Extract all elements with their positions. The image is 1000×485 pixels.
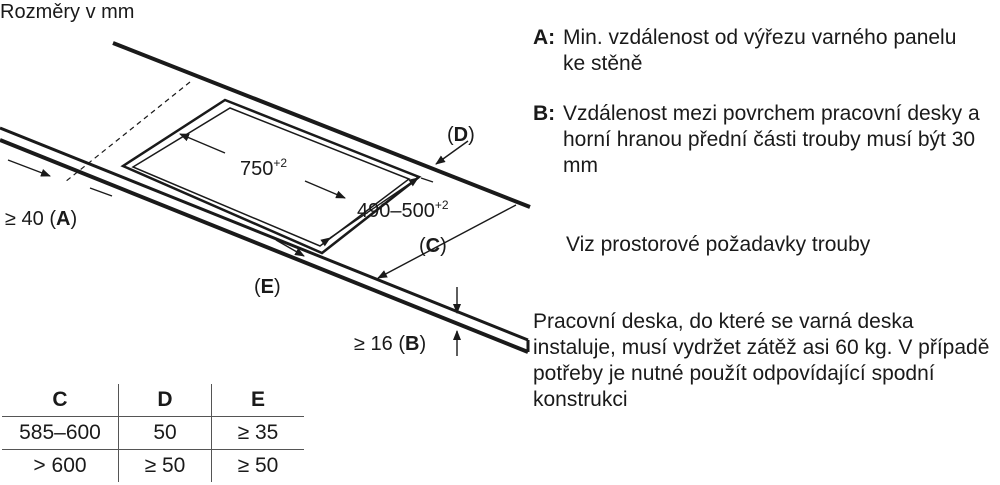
legend-key-a: A: — [533, 26, 556, 49]
dim-depth-ext-top — [420, 177, 434, 183]
table-cell: 585–600 — [2, 416, 119, 450]
cutout-inner — [131, 107, 411, 247]
legend-item-a: A: Min. vzdálenost od výřezu varného pane… — [533, 25, 983, 77]
legend-text-b: Vzdálenost mezi povrchem pracovní desky … — [563, 102, 980, 177]
table-header-c: C — [2, 384, 119, 417]
dim-d-label: (D) — [447, 124, 475, 146]
dim-b-label: ≥ 16 (B) — [354, 333, 426, 355]
dim-d-line — [435, 140, 469, 165]
units-title: Rozměry v mm — [0, 1, 134, 23]
table-header-d: D — [118, 384, 212, 417]
table-cell: ≥ 35 — [211, 416, 304, 450]
dim-a-label: ≥ 40 (A) — [5, 208, 77, 230]
table-header-e: E — [211, 384, 304, 417]
dimensions-table: C D E 585–600 50 ≥ 35 > 600 ≥ 50 ≥ 50 — [2, 384, 304, 482]
worktop-front-bottom-edge — [0, 138, 529, 354]
cutout-width-label: 750+2 — [240, 156, 287, 180]
dim-a-line-2 — [89, 187, 113, 197]
table-row: 585–600 50 ≥ 35 — [2, 416, 304, 450]
dim-depth-line — [320, 177, 419, 247]
legend-key-b: B: — [533, 102, 556, 125]
table-cell: > 600 — [2, 449, 119, 482]
table-header-row: C D E — [2, 384, 304, 417]
legend-see-oven: Viz prostorové požadavky trouby — [566, 233, 871, 256]
dim-750-left — [179, 133, 226, 154]
dim-c-line — [377, 204, 517, 279]
table-row: > 600 ≥ 50 ≥ 50 — [2, 449, 304, 482]
dim-c-label: (C) — [419, 235, 447, 257]
dim-750-right — [304, 180, 346, 199]
table-cell: 50 — [118, 416, 212, 450]
hob-cutout — [120, 98, 422, 255]
table-cell: ≥ 50 — [237, 454, 279, 477]
dim-e-label: (E) — [254, 276, 281, 298]
legend-item-b: B: Vzdálenost mezi povrchem pracovní desk… — [533, 101, 983, 179]
table-cell: ≥ 50 — [118, 449, 212, 482]
worktop — [0, 41, 531, 354]
dimension-lines — [7, 133, 517, 356]
legend-text-a: Min. vzdálenost od výřezu varného panelu… — [563, 26, 957, 75]
dim-a-line — [7, 159, 51, 177]
dim-e-tick — [275, 239, 305, 257]
worktop-load-note: Pracovní deska, do které se varná deska … — [533, 310, 990, 411]
cutout-outer — [120, 98, 422, 255]
worktop-back-edge — [112, 41, 531, 209]
cutout-depth-label: 490–500+2 — [357, 198, 449, 222]
